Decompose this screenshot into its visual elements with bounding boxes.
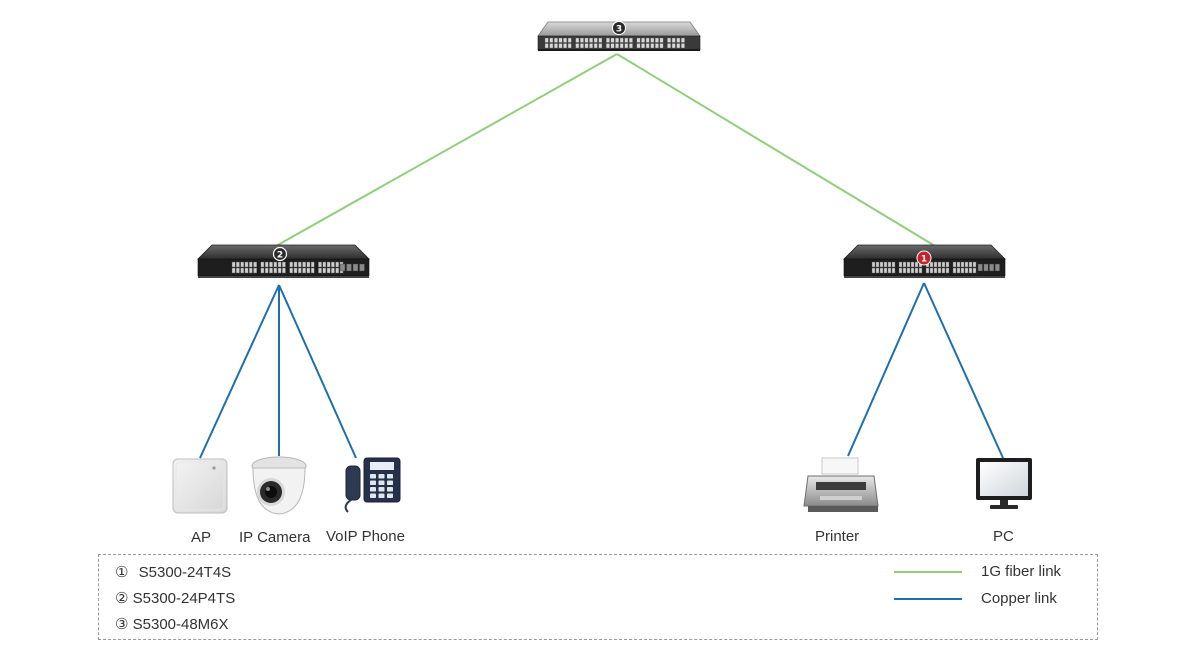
fiber-links <box>275 53 936 247</box>
switch-2-access: 2 <box>197 244 370 278</box>
switch-icon <box>537 21 701 51</box>
pc-monitor-icon <box>976 458 1032 509</box>
fiber-link-core-to-switch-1 <box>616 53 936 247</box>
ip-camera-label: IP Camera <box>239 529 311 546</box>
switch-1-access: 1 <box>843 244 1006 278</box>
legend-model-3-symbol: ③ <box>115 616 129 633</box>
access-point-icon <box>172 458 228 514</box>
legend-model-1-name: S5300-24T4S <box>138 564 232 581</box>
switch-icon <box>197 244 370 278</box>
legend-copper-line <box>894 598 962 600</box>
ip-camera-icon <box>251 456 307 515</box>
fiber-link-core-to-switch-2 <box>275 53 618 247</box>
legend-model-2-symbol: ② <box>115 590 129 607</box>
ap-label: AP <box>191 529 212 546</box>
pc-label: PC <box>993 528 1014 545</box>
switch-1-badge <box>916 250 932 266</box>
copper-link-printer <box>847 282 925 457</box>
legend-model-2-name: S5300-24P4TS <box>132 590 236 607</box>
switch-3-badge <box>612 21 626 35</box>
voip-phone-label: VoIP Phone <box>326 528 405 545</box>
copper-link-pc <box>923 282 1004 459</box>
copper-link-phone <box>278 284 357 459</box>
legend-model-3-name: S5300-48M6X <box>132 616 229 633</box>
legend <box>98 554 1098 640</box>
switch-2-badge-number: 2 <box>277 251 283 261</box>
copper-links <box>199 282 1004 459</box>
voip-phone-icon <box>344 457 401 513</box>
legend-fiber-line <box>894 571 962 573</box>
switch-1-badge-number: 1 <box>921 255 927 265</box>
switch-3-badge-number: 3 <box>616 25 622 35</box>
printer-icon <box>803 457 879 512</box>
switch-2-badge <box>272 246 288 262</box>
switch-3-core: 3 <box>537 21 701 51</box>
legend-copper-label: Copper link <box>981 590 1057 607</box>
legend-model-1-symbol: ① <box>115 564 129 581</box>
legend-model-2: ② S5300-24P4TS <box>115 589 235 607</box>
copper-link-ap <box>199 284 280 459</box>
legend-model-3: ③ S5300-48M6X <box>115 615 229 633</box>
legend-fiber-label: 1G fiber link <box>981 563 1062 580</box>
printer-label: Printer <box>815 528 860 545</box>
legend-model-1: ① S5300-24T4S <box>115 563 231 581</box>
